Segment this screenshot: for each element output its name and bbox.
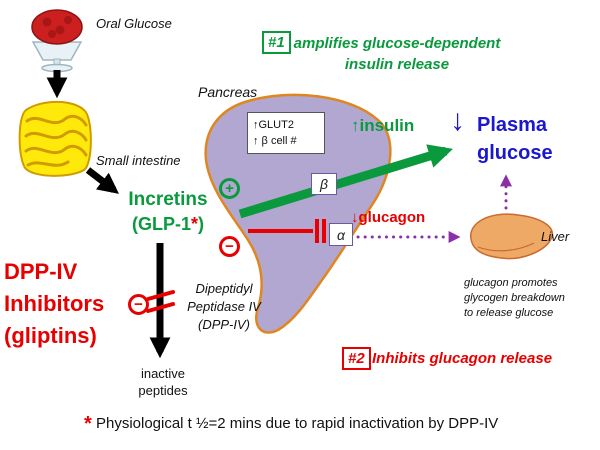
plasma-line2: glucose <box>477 142 553 164</box>
oral-glucose-icon <box>31 9 83 73</box>
plasma-line1: Plasma <box>477 114 548 136</box>
glut2-line: ↑GLUT2 <box>253 119 294 131</box>
dpp4-inhibition-break-icon <box>146 290 175 313</box>
liver-note-line3: to release glucose <box>464 307 554 319</box>
pancreas-label: Pancreas <box>198 84 258 100</box>
glp1-close: ) <box>198 214 205 234</box>
plasma-glucose-down-arrow: ↓ <box>450 104 465 137</box>
dpp4-line3: (gliptins) <box>4 323 97 348</box>
arrow-intestine-to-incretins <box>85 167 119 194</box>
dpp4-line1: DPP-IV <box>4 259 78 284</box>
dipeptidyl-line1: Dipeptidyl <box>195 281 253 296</box>
pancreas-shape <box>204 93 392 334</box>
inactive-line2: peptides <box>138 383 188 398</box>
insulin-up-label: ↑insulin <box>351 116 415 135</box>
green-arrow-incretins-to-plasma <box>238 144 453 219</box>
footnote-text: Physiological t ½=2 mins due to rapid in… <box>95 415 499 432</box>
dpp4-inhibitor-minus-icon: − <box>128 294 149 315</box>
incretins-line2: (GLP-1*) <box>112 212 224 236</box>
beta-cell-count-line: ↑ β cell # <box>253 135 297 147</box>
liver-note-line2: glycogen breakdown <box>464 292 565 304</box>
liver-label: Liver <box>541 229 570 244</box>
note2-text: Inhibits glucagon release <box>372 350 553 367</box>
dpp4-line2: Inhibitors <box>4 291 105 316</box>
footnote: * Physiological t ½=2 mins due to rapid … <box>84 413 498 436</box>
oral-glucose-label: Oral Glucose <box>96 16 172 31</box>
glp1-footnote-star: * <box>191 214 199 234</box>
glut2-beta-cell-box: ↑GLUT2 ↑ β cell # <box>247 112 325 154</box>
incretins-label: Incretins (GLP-1*) <box>112 188 224 236</box>
inactive-peptides-label: inactive peptides <box>132 365 194 399</box>
glp1-open: (GLP-1 <box>131 214 191 234</box>
note1-text: amplifies glucose-dependent insulin rele… <box>288 33 506 75</box>
beta-cell-box: β <box>311 173 337 195</box>
footnote-star: * <box>84 413 92 435</box>
liver-icon <box>470 213 554 260</box>
inactive-line1: inactive <box>140 366 186 381</box>
dpp4-inhibitors-label: DPP-IV Inhibitors (gliptins) <box>4 256 104 352</box>
glucagon-down-label: ↓glucagon <box>351 209 426 226</box>
note1-line1: amplifies glucose-dependent <box>293 35 501 52</box>
note1-number-badge: #1 <box>262 31 291 54</box>
dipeptidyl-peptidase-label: Dipeptidyl Peptidase IV (DPP-IV) <box>174 280 274 334</box>
dipeptidyl-line3: (DPP-IV) <box>198 317 250 332</box>
small-intestine-icon <box>18 100 92 177</box>
plasma-glucose-label: Plasma glucose <box>477 111 553 167</box>
incretins-line1: Incretins <box>128 189 208 210</box>
red-inhibition-line-to-alpha <box>248 219 326 243</box>
small-intestine-label: Small intestine <box>96 153 181 168</box>
liver-glucagon-note: glucagon promotes glycogen breakdown to … <box>464 276 565 321</box>
stimulation-plus-icon: + <box>219 178 240 199</box>
note1-line2: insulin release <box>344 56 450 73</box>
dipeptidyl-line2: Peptidase IV <box>187 299 261 314</box>
liver-note-line1: glucagon promotes <box>464 277 558 289</box>
alpha-cell-box: α <box>329 223 353 246</box>
inhibition-minus-icon: − <box>219 236 240 257</box>
note2-number-badge: #2 <box>342 347 371 370</box>
